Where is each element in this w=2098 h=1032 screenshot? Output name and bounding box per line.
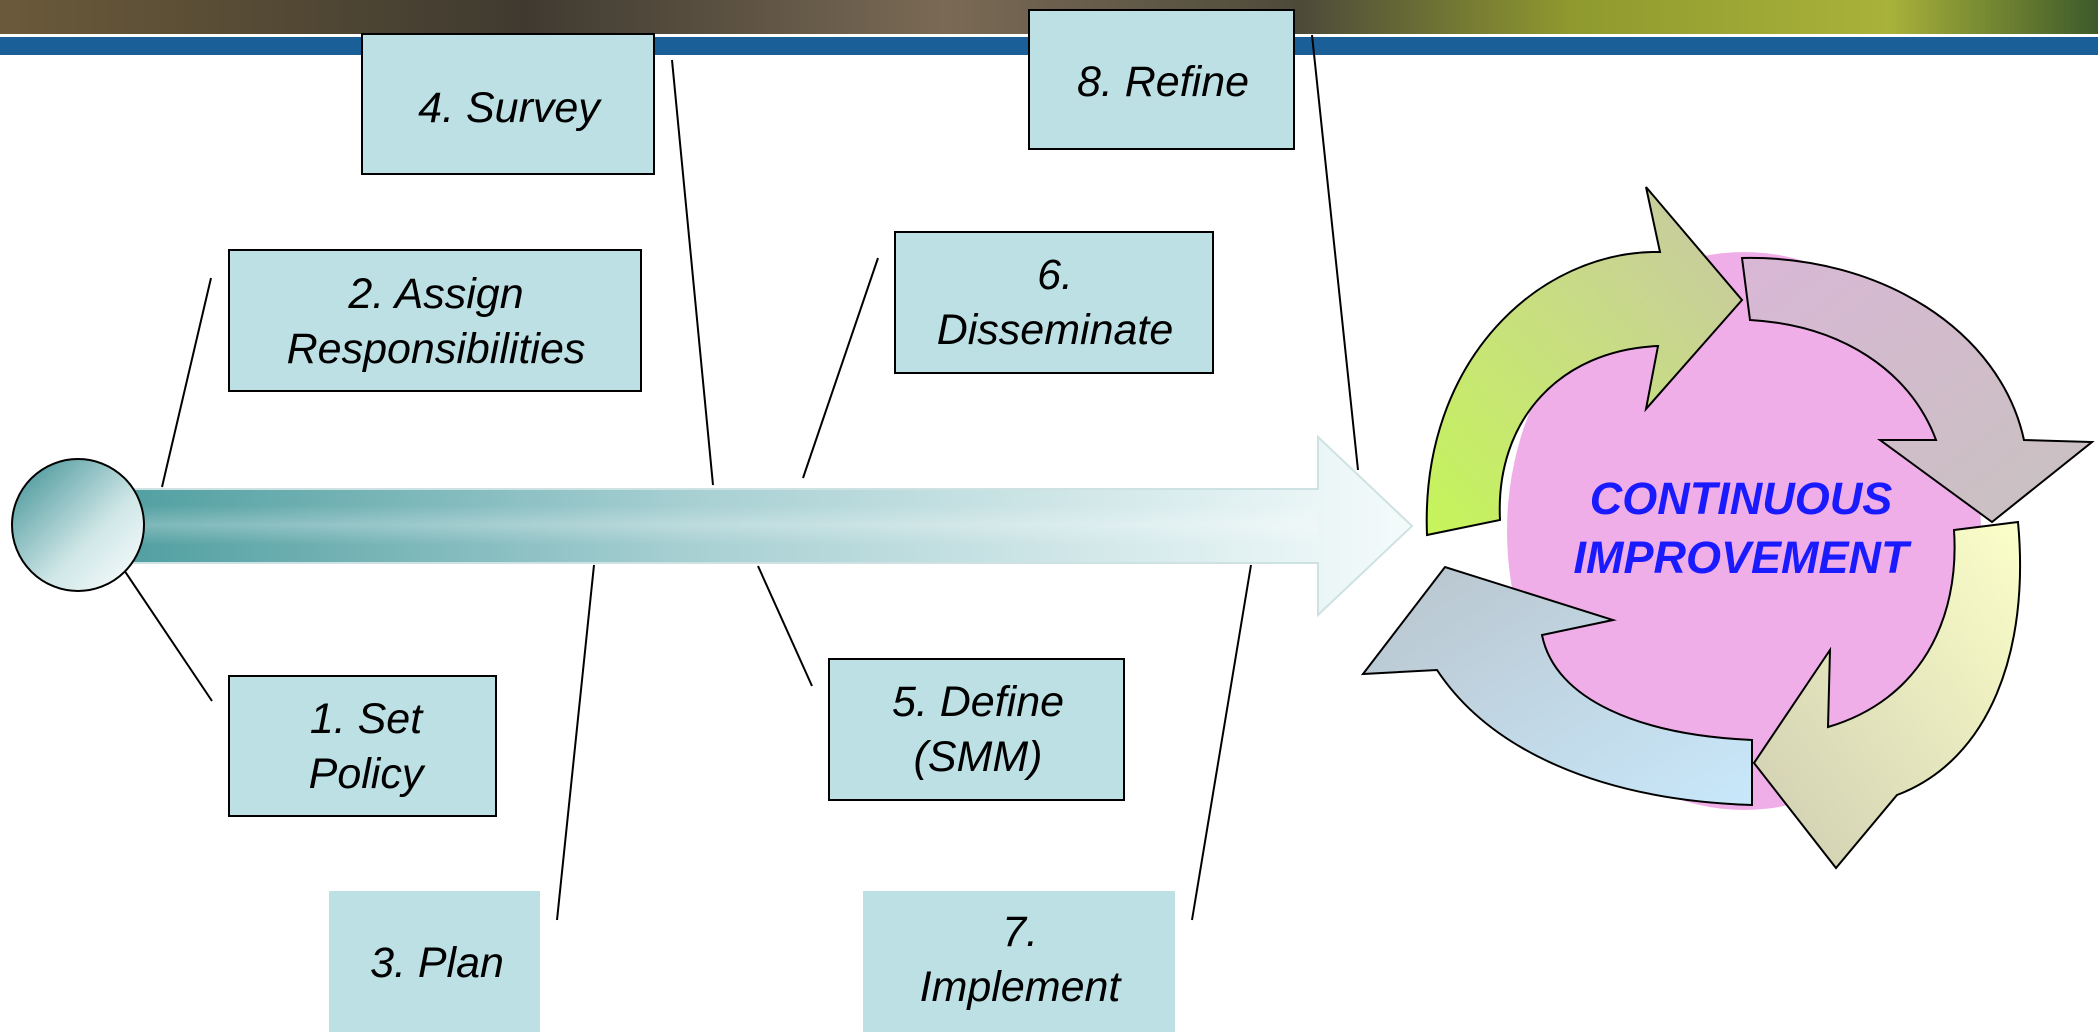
step-7-box: 7. Implement [863,891,1175,1032]
cycle-label-line1: CONTINUOUS [1590,473,1893,524]
bone-5 [757,565,813,687]
step-6-line1: 6. [1037,251,1073,299]
step-3-rect [329,891,540,1032]
cycle-arrow-blue [1360,565,1753,807]
step-6-rect [894,231,1214,374]
bones [123,34,1359,921]
step-8-rect [1028,9,1295,150]
cycle-arrow-green [1425,186,1744,537]
step-8-box: 8. Refine [1028,9,1295,150]
cycle-center-ellipse [1507,252,1981,810]
step-5-box: 5. Define (SMM) [828,658,1125,801]
bone-4 [671,59,714,486]
bone-7 [1191,564,1252,921]
bone-3 [556,564,595,921]
step-6-box: 6. Disseminate [894,231,1214,374]
step-2-rect [228,249,642,392]
spine-arrow-sheen [110,505,1318,545]
fish-head-circle [11,458,145,592]
step-1-line2: Policy [309,750,426,798]
step-1-rect [228,675,497,817]
step-1-box: 1. Set Policy [228,675,497,817]
cycle-label-line2: IMPROVEMENT [1573,532,1912,583]
step-8-line1: 8. Refine [1077,58,1249,106]
step-4-rect [361,33,655,175]
step-6-line2: Disseminate [937,306,1174,354]
cycle-arrow-yellow [1752,520,2022,870]
bone-1 [123,569,213,702]
bone-2 [161,277,212,488]
step-5-line2: (SMM) [914,733,1043,781]
step-7-rect [863,891,1175,1032]
step-5-rect [828,658,1125,801]
bone-8 [1311,34,1359,471]
step-4-line1: 4. Survey [418,84,602,132]
step-2-box: 2. Assign Responsibilities [228,249,642,392]
cycle-arrow-mauve [1740,256,2095,524]
step-7-line2: Implement [920,963,1123,1011]
step-4-box: 4. Survey [361,33,655,175]
step-5-line1: 5. Define [892,678,1064,726]
step-1-line1: 1. Set [310,695,424,743]
spine-arrow [109,434,1414,618]
step-3-box: 3. Plan [329,891,540,1032]
step-7-line1: 7. [1002,908,1038,956]
step-2-line2: Responsibilities [287,325,586,373]
step-2-line1: 2. Assign [347,270,523,318]
bone-6 [802,257,879,479]
continuous-improvement-cycle: CONTINUOUS IMPROVEMENT [1360,186,2095,870]
step-3-line1: 3. Plan [370,939,504,987]
